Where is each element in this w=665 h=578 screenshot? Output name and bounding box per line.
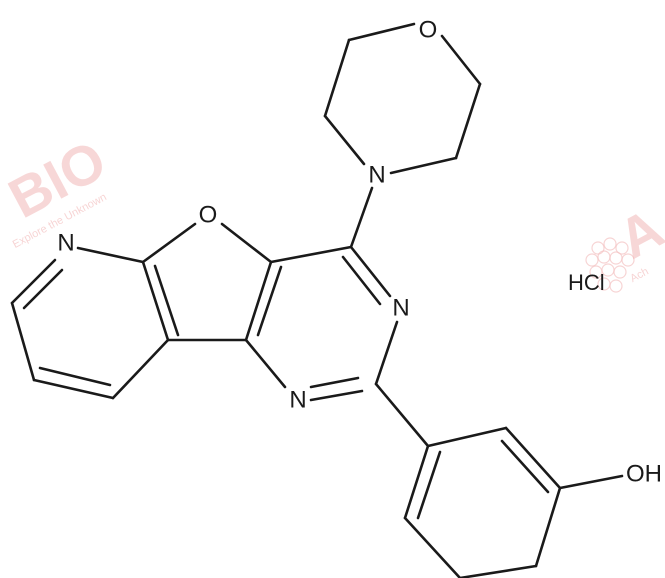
bond [141, 260, 170, 342]
furan-ring [141, 222, 273, 342]
bond [309, 376, 360, 389]
bond [416, 450, 442, 520]
atom-label-n3-pyrimidine: N [392, 294, 409, 321]
bond [458, 564, 538, 578]
watermark-dots-icon [585, 237, 635, 293]
bond [323, 114, 366, 166]
bond [454, 82, 482, 160]
bond [269, 245, 353, 264]
bond [374, 382, 430, 448]
bond [403, 516, 462, 578]
pyrimidine-ring [244, 245, 399, 402]
watermark-right-text: A [608, 196, 665, 271]
bond [38, 366, 112, 387]
bond [244, 338, 287, 389]
bond [309, 389, 364, 402]
bond [374, 320, 399, 386]
bond [244, 260, 273, 342]
bond [534, 486, 562, 568]
bond [347, 22, 416, 42]
bond [341, 255, 382, 306]
atom-label-n-morpholine: N [368, 161, 385, 188]
pyridine-ring [10, 246, 170, 400]
bond [323, 38, 351, 118]
bond [349, 245, 392, 298]
atom-label-hydroxyl: OH [626, 460, 662, 487]
bond [153, 264, 180, 337]
bond [22, 268, 64, 310]
morpholine-ring [323, 22, 482, 175]
bond [349, 186, 374, 249]
bond [256, 265, 283, 337]
bond [500, 439, 550, 494]
bond [141, 222, 197, 264]
atom-label-o-furan: O [199, 201, 218, 228]
atom-label-o-morpholine: O [419, 16, 438, 43]
bond [220, 222, 273, 264]
atom-label-n-pyridine: N [57, 229, 74, 256]
watermark-right-tagline: Ach [628, 266, 650, 286]
bond [440, 34, 482, 86]
bond [504, 426, 562, 490]
phenyl-ring [403, 426, 562, 578]
bond [32, 378, 115, 400]
bond [389, 156, 458, 175]
bond [10, 258, 57, 305]
bond [10, 301, 36, 382]
bond [558, 474, 624, 490]
bond [111, 338, 170, 400]
salt-label: HCl [568, 270, 605, 295]
bond [403, 444, 430, 520]
atom-label-n1-pyrimidine: N [289, 386, 306, 413]
bond [426, 426, 508, 448]
bond [76, 246, 145, 264]
